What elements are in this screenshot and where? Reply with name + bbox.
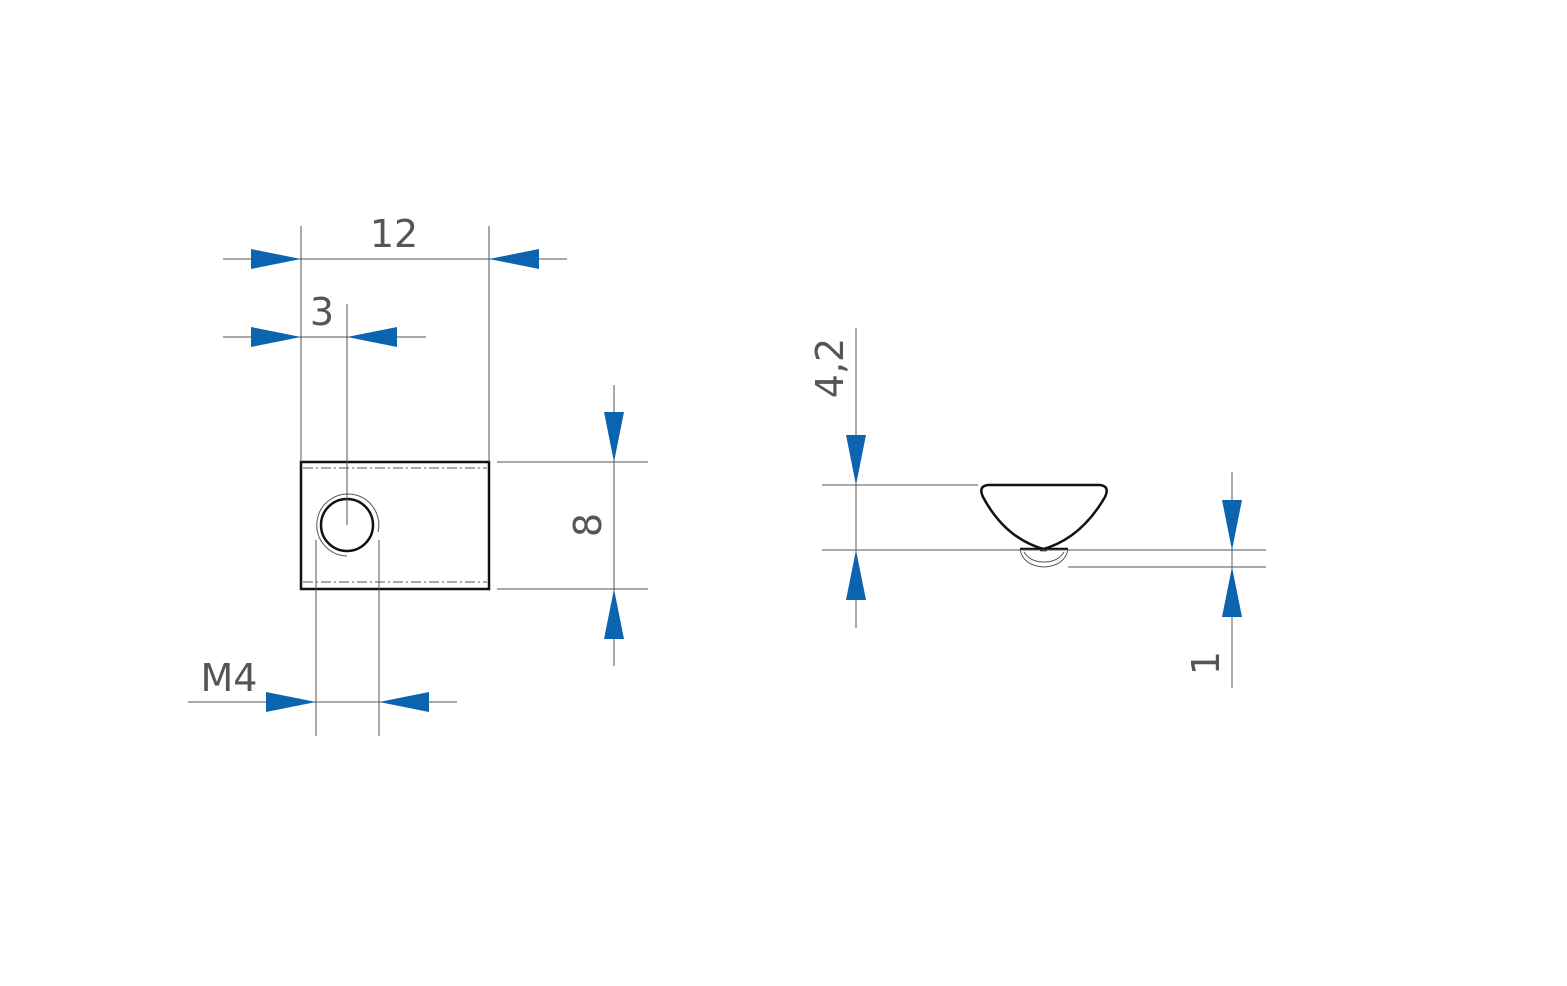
dim-arrow — [379, 692, 429, 712]
threaded-hole-thread-arc — [316, 493, 380, 557]
dim-arrow — [347, 327, 397, 347]
front-view-body — [299, 460, 491, 591]
dim-arrow — [846, 550, 866, 600]
dim-arrow — [1222, 500, 1242, 550]
dimension-thread-m4: M4 — [188, 656, 457, 712]
dimension-offset-1: 1 — [1184, 472, 1242, 688]
dim-label-4-2: 4,2 — [808, 338, 852, 398]
dim-arrow — [251, 327, 301, 347]
dim-label-m4: M4 — [201, 656, 258, 700]
side-view-thread-inner — [1023, 551, 1065, 563]
dimension-height-4-2: 4,2 — [808, 328, 866, 628]
dim-label-8: 8 — [566, 513, 610, 537]
dim-label-1: 1 — [1184, 651, 1228, 675]
dim-arrow — [604, 412, 624, 462]
side-view-thread-bump — [1019, 549, 1069, 568]
dim-arrow — [489, 249, 539, 269]
dim-arrow — [604, 589, 624, 639]
front-extension-lines — [300, 226, 648, 736]
dimension-offset-3: 3 — [223, 290, 426, 347]
dim-arrow — [1222, 567, 1242, 617]
dimension-width-12: 12 — [223, 212, 567, 269]
dim-arrow — [846, 435, 866, 485]
dim-arrow — [251, 249, 301, 269]
dimension-height-8: 8 — [566, 385, 624, 666]
front-view — [299, 460, 491, 591]
dim-label-3: 3 — [310, 290, 334, 334]
side-view — [980, 483, 1108, 568]
dim-arrow — [266, 692, 316, 712]
dim-label-12: 12 — [370, 212, 418, 256]
side-view-profile — [980, 483, 1108, 552]
side-extension-lines — [822, 484, 1266, 568]
